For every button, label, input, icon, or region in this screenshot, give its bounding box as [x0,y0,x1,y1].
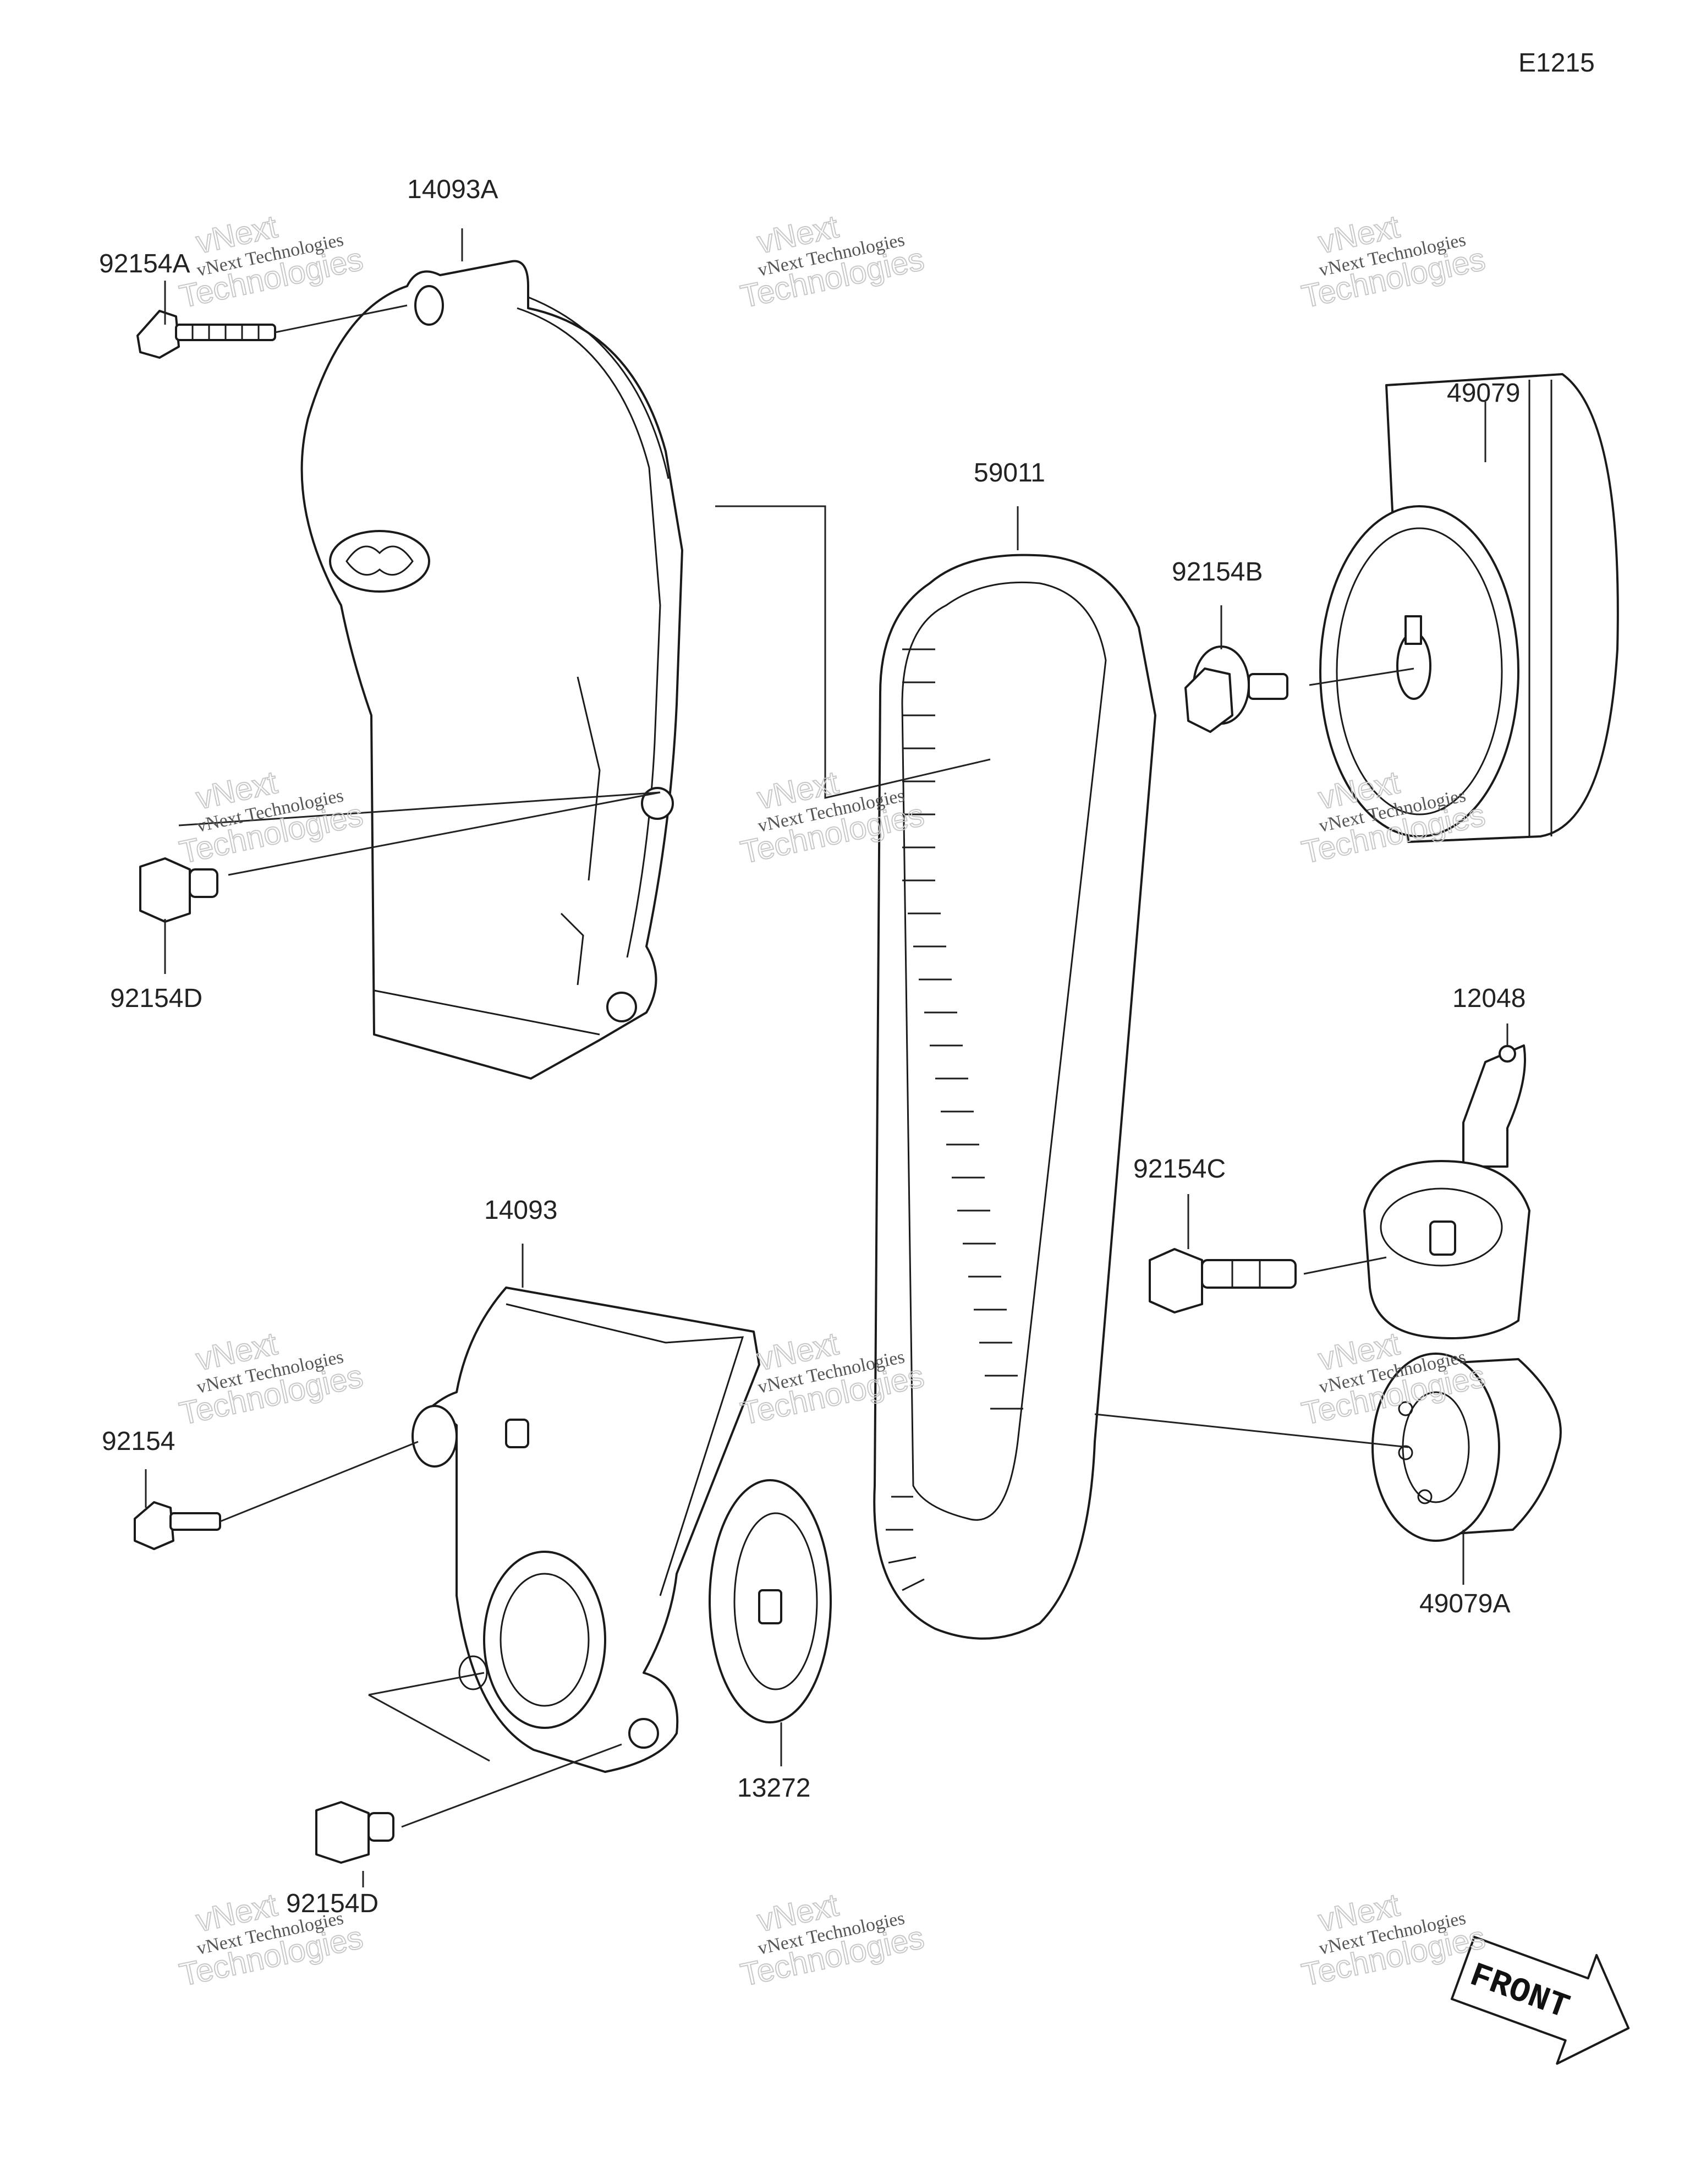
watermark-11: vNext vNext Technologies Technologies [737,1886,928,1994]
watermark-1: vNext vNext Technologies Technologies [176,208,367,315]
part-labels: 14093A 92154A 92154D 59011 92154B 49079 … [99,175,1526,1918]
label-13272: 13272 [737,1774,810,1803]
watermark-12: vNext vNext Technologies Technologies [1298,1886,1489,1994]
bolt-92154B[interactable] [1184,645,1288,733]
leader-lines [145,228,1508,1887]
watermark-4: vNext vNext Technologies Technologies [176,764,367,871]
label-92154B: 92154B [1172,557,1263,587]
timing-plate-13272[interactable] [709,1479,832,1723]
label-92154: 92154 [102,1427,175,1456]
cam-pulley-49079[interactable] [1319,373,1619,843]
label-49079: 49079 [1447,379,1520,408]
upper-timing-cover[interactable] [300,260,683,1080]
watermark-9: vNext vNext Technologies Technologies [1298,1325,1489,1432]
label-59011: 59011 [974,458,1045,488]
bolt-92154D-lower[interactable] [315,1801,394,1864]
label-92154D-upper: 92154D [110,984,202,1013]
label-12048: 12048 [1452,984,1526,1013]
diagram-code: E1215 [1518,48,1595,78]
lower-timing-cover[interactable] [411,1287,760,1773]
label-92154A: 92154A [99,249,190,278]
label-14093A: 14093A [407,175,498,204]
watermark-2: vNext vNext Technologies Technologies [737,208,928,315]
bolt-92154A[interactable] [136,310,276,359]
bolt-92154D-upper[interactable] [139,857,218,923]
watermark-3: vNext vNext Technologies Technologies [1298,208,1489,315]
watermark-7: vNext vNext Technologies Technologies [176,1325,367,1432]
bolt-92154C[interactable] [1149,1248,1297,1313]
crank-pulley-49079A[interactable] [1371,1353,1562,1542]
front-direction-marker: FRONT [1450,1936,1630,2065]
label-14093: 14093 [484,1196,557,1225]
timing-belt-59011[interactable] [873,554,1156,1640]
tensioner-12048[interactable] [1363,1044,1530,1339]
label-92154D-lower: 92154D [286,1889,378,1918]
bolt-92154[interactable] [134,1501,221,1550]
label-49079A: 49079A [1419,1589,1511,1618]
label-92154C: 92154C [1133,1154,1226,1184]
